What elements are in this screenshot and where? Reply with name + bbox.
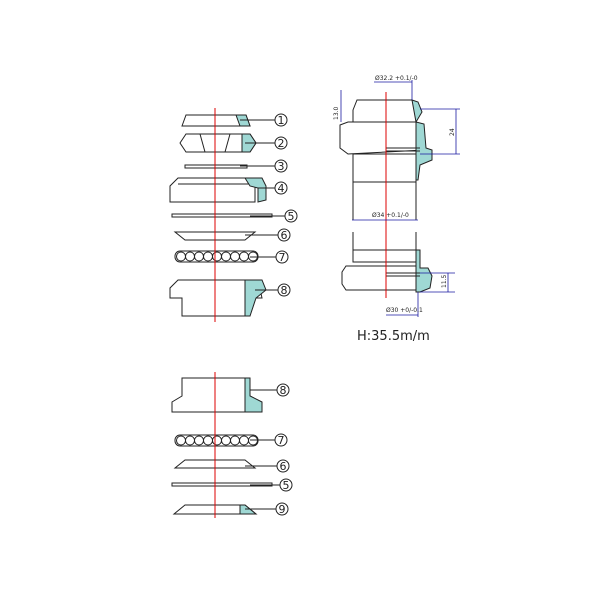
stack-height-label: H:35.5m/m <box>357 329 430 344</box>
svg-text:3: 3 <box>278 160 285 173</box>
callout-3: 3 <box>274 159 288 173</box>
svg-text:6: 6 <box>281 229 288 242</box>
callout-8-lower: 8 <box>276 383 290 397</box>
callout-7-lower: 7 <box>274 433 288 447</box>
part-8-cup <box>169 279 267 317</box>
svg-text:8: 8 <box>280 384 287 397</box>
part-7-lower-bearing <box>174 434 259 447</box>
svg-text:6: 6 <box>280 460 287 473</box>
part-8-lower-cup <box>171 377 263 413</box>
callout-6: 6 <box>277 228 291 242</box>
dim-upper-height: 24 <box>449 128 456 136</box>
svg-text:5: 5 <box>283 479 290 492</box>
callout-5: 5 <box>284 209 298 223</box>
svg-text:2: 2 <box>278 137 285 150</box>
dim-crown-race: Ø30 +0/-0.1 <box>386 307 423 314</box>
callout-7: 7 <box>275 250 289 264</box>
svg-text:7: 7 <box>278 434 285 447</box>
svg-text:5: 5 <box>288 210 295 223</box>
callout-2: 2 <box>274 136 288 150</box>
callout-5-lower: 5 <box>279 478 293 492</box>
callout-1: 1 <box>274 113 288 127</box>
callout-6-lower: 6 <box>276 459 290 473</box>
svg-text:9: 9 <box>279 503 286 516</box>
callout-leaders <box>240 119 285 510</box>
callout-8: 8 <box>277 283 291 297</box>
svg-text:4: 4 <box>278 182 285 195</box>
callout-4: 4 <box>274 181 288 195</box>
part-1-top-cap <box>181 114 251 127</box>
part-3-washer <box>184 164 248 169</box>
dim-stack-top: 13.0 <box>333 106 340 120</box>
svg-text:1: 1 <box>278 114 285 127</box>
dimension-lines <box>340 80 460 317</box>
dim-lower-height: 11.5 <box>441 274 448 288</box>
svg-text:7: 7 <box>279 251 286 264</box>
dim-cup-diameter: Ø34 +0.1/-0 <box>372 212 409 219</box>
callout-9: 9 <box>275 502 289 516</box>
part-4-upper-cup <box>169 177 267 203</box>
svg-text:8: 8 <box>281 284 288 297</box>
dim-top-bore: Ø32.2 +0.1/-0 <box>375 75 418 82</box>
part-2-locknut <box>179 133 257 153</box>
assembled-headset <box>339 99 433 293</box>
part-7-bearing <box>174 250 259 263</box>
